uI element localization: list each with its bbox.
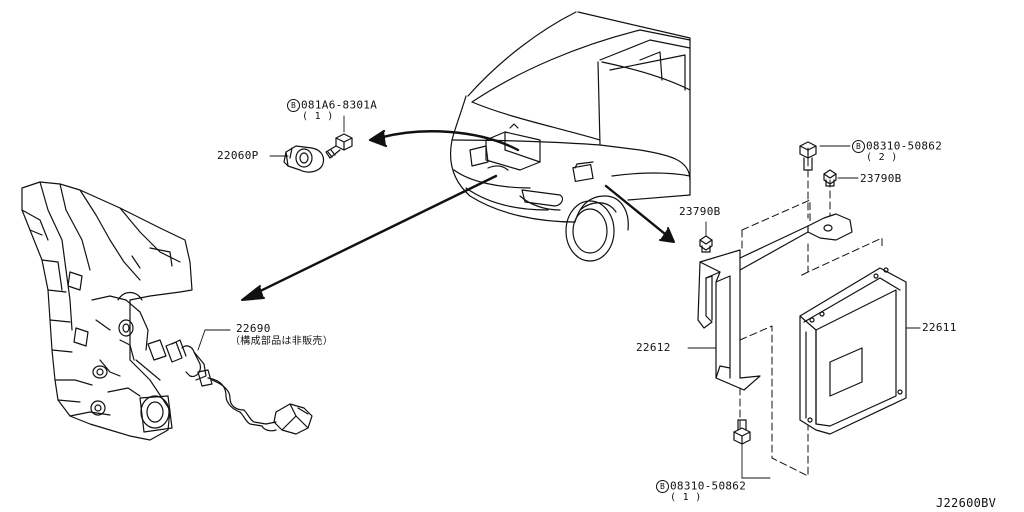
ecm-bracket-illustration (697, 141, 907, 477)
knock-sensor-illustration (283, 145, 325, 173)
pointer-arrows (241, 129, 675, 301)
diagram-id: J22600BV (936, 496, 997, 510)
leader-lines (197, 145, 921, 479)
exhaust-manifold-illustration (21, 181, 193, 441)
part-label-22060p: 22060P (217, 149, 259, 162)
b-circle-icon: B (852, 140, 865, 153)
part-number: 08310-50862 (866, 139, 943, 153)
part-label-22612: 22612 (636, 341, 671, 354)
b-circle-icon: B (287, 99, 300, 112)
part-qty-081a6-8301a: ( 1 ) (302, 111, 334, 122)
part-label-22611: 22611 (922, 321, 957, 334)
part-qty-08310-50862-bottom: ( 1 ) (670, 492, 702, 503)
b-circle-icon: B (656, 480, 669, 493)
part-label-23790b-left: 23790B (679, 205, 721, 218)
oxygen-sensor-illustration (147, 339, 313, 435)
part-label-23790b-right: 23790B (860, 172, 902, 185)
part-note-22690: （構成部品は非販売） (230, 336, 333, 347)
bolt-top-left-illustration (325, 115, 353, 159)
part-number: 081A6-8301A (301, 98, 378, 112)
part-qty-08310-50862-top: ( 2 ) (866, 152, 898, 163)
part-label-22690: 22690 (236, 322, 271, 335)
part-number: 08310-50862 (670, 479, 747, 493)
